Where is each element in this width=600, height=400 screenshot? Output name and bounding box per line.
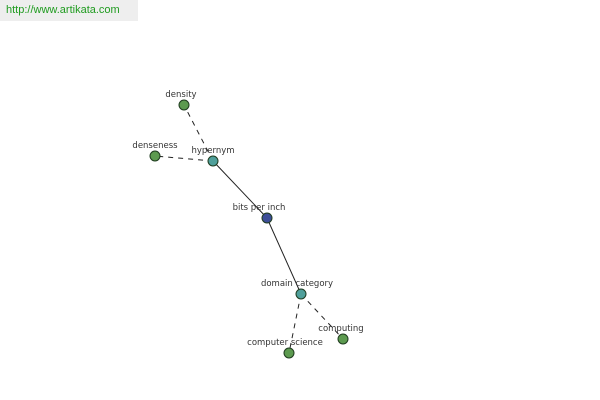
node-density[interactable]: density — [165, 90, 197, 111]
node-computing[interactable]: computing — [318, 324, 364, 345]
edge-hypernym-to-denseness — [154, 155, 214, 162]
edge-hypernym-to-density — [183, 104, 214, 162]
node-denseness-label[interactable]: denseness — [132, 141, 178, 151]
edge-bits-per-inch-to-hypernym — [212, 160, 268, 219]
source-url-banner[interactable]: http://www.artikata.com — [0, 0, 138, 21]
node-density-dot[interactable] — [178, 99, 190, 111]
graph-nodes: bits per inch hypernym domain category dens… — [132, 90, 364, 359]
graph-edges — [154, 104, 344, 354]
node-bits-per-inch-dot[interactable] — [261, 212, 273, 224]
node-computer-science[interactable]: computer science — [247, 338, 323, 359]
edge-domain-category-to-computing — [300, 293, 344, 340]
node-hypernym-label[interactable]: hypernym — [191, 146, 234, 156]
node-bits-per-inch-label[interactable]: bits per inch — [233, 203, 286, 213]
node-domain-category[interactable]: domain category — [261, 279, 333, 300]
node-domain-category-dot[interactable] — [295, 288, 307, 300]
node-hypernym[interactable]: hypernym — [191, 146, 235, 167]
node-denseness[interactable]: denseness — [132, 141, 178, 162]
node-computer-science-label[interactable]: computer science — [247, 338, 323, 348]
node-hypernym-dot[interactable] — [207, 155, 219, 167]
node-computer-science-dot[interactable] — [283, 347, 295, 359]
node-domain-category-label[interactable]: domain category — [261, 279, 333, 289]
node-computing-dot[interactable] — [337, 333, 349, 345]
node-denseness-dot[interactable] — [149, 150, 161, 162]
edge-domain-category-to-computer-science — [288, 293, 302, 354]
node-density-label[interactable]: density — [165, 90, 196, 100]
edge-bits-per-inch-to-domain-category — [266, 217, 302, 295]
node-bits-per-inch[interactable]: bits per inch — [233, 203, 286, 224]
node-computing-label[interactable]: computing — [318, 324, 363, 334]
